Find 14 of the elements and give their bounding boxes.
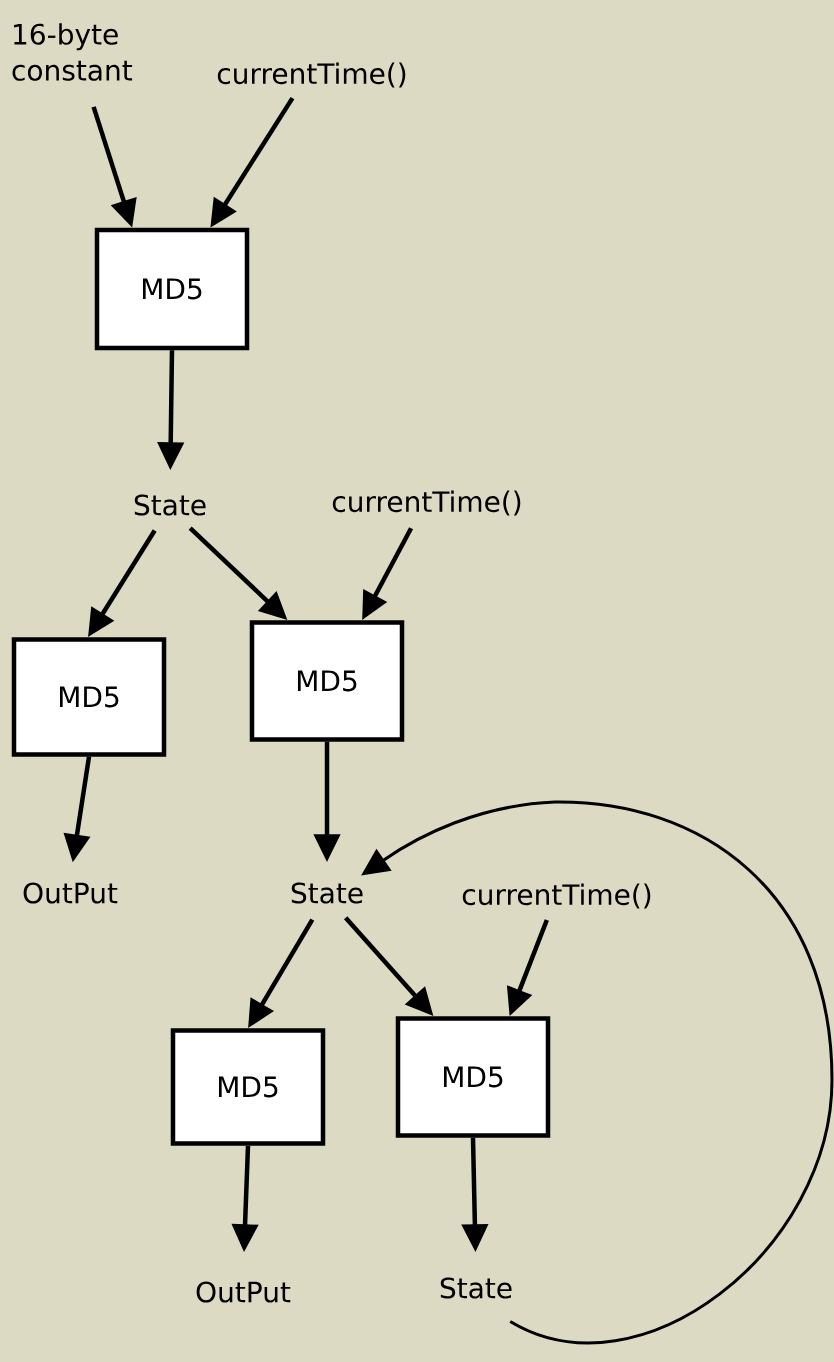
input-label: 16-byte constant	[12, 23, 133, 81]
process-box: MD5	[94, 227, 250, 351]
process-box: MD5	[170, 1028, 326, 1146]
signal-label: currentTime()	[462, 883, 651, 909]
signal-label: OutPut	[196, 1281, 291, 1303]
signal-label: State	[440, 1277, 512, 1299]
signal-label: currentTime()	[332, 490, 521, 516]
process-box: MD5	[11, 637, 167, 757]
signal-label: State	[291, 882, 363, 904]
process-box: MD5	[249, 620, 405, 742]
process-box: MD5	[395, 1016, 551, 1138]
signal-label: OutPut	[23, 882, 118, 904]
signal-label: State	[134, 494, 206, 516]
signal-label: currentTime()	[217, 62, 406, 88]
